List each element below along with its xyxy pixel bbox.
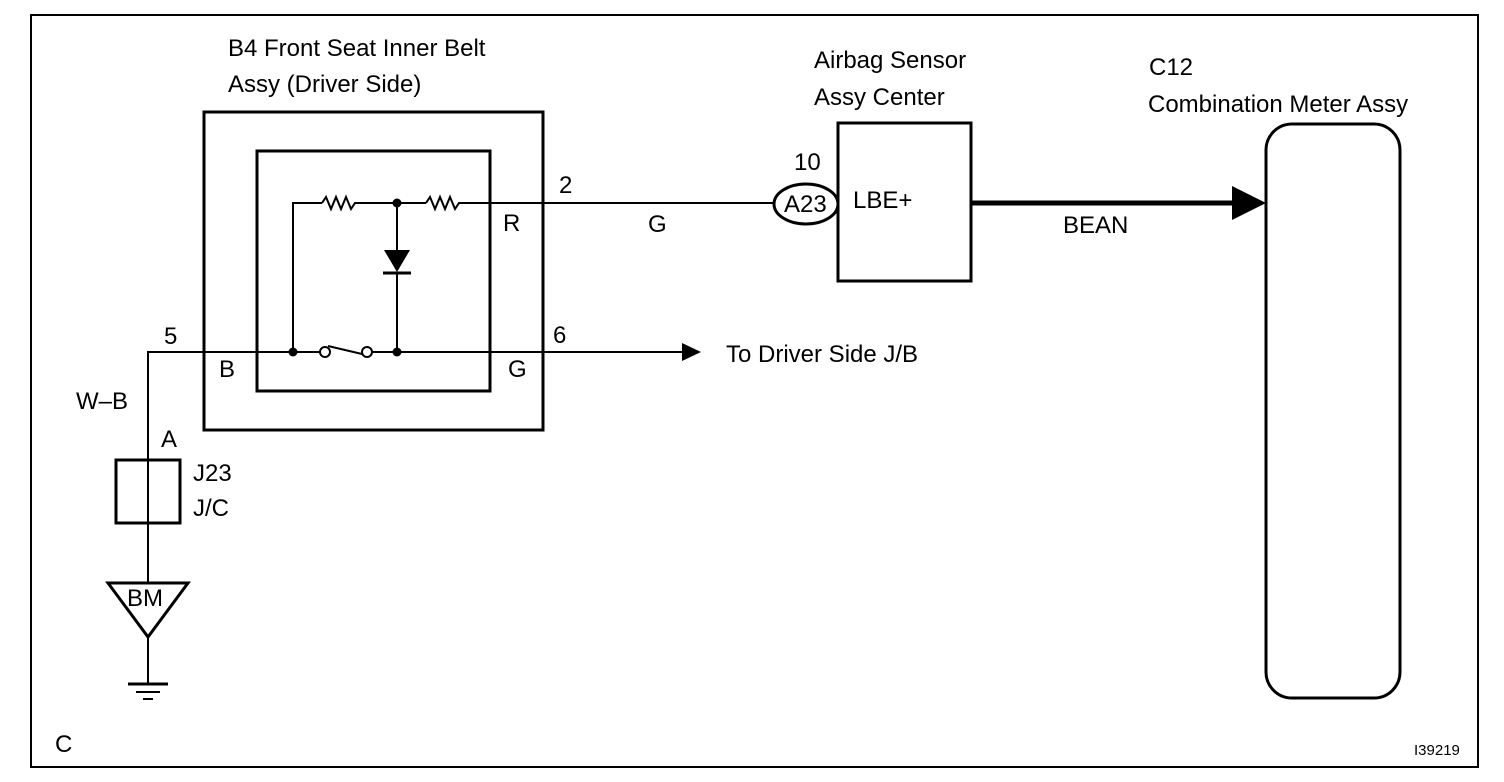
meter-name: Combination Meter Assy [1148, 91, 1408, 118]
jc-code-label: J23 [193, 460, 232, 487]
resistor-1-icon [321, 194, 361, 212]
pin-g-label: G [508, 356, 527, 383]
junction-dot-icon [392, 198, 402, 208]
belt-internal-circuit [257, 194, 490, 358]
pin-6-label: 6 [553, 322, 566, 349]
arrow-right-icon [682, 343, 701, 361]
arrow-right-icon [1232, 186, 1266, 220]
connector-pin-10-label: 10 [794, 149, 821, 176]
ground-point-icon [105, 581, 191, 640]
belt-title-line1: B4 Front Seat Inner Belt [228, 35, 486, 62]
corner-code: C [55, 731, 72, 758]
resistor-2-icon [425, 194, 462, 212]
diode-icon [384, 250, 410, 272]
wire-g-top-label: G [648, 211, 667, 238]
belt-assembly-inner-box [255, 149, 492, 393]
airbag-title-line1: Airbag Sensor [814, 47, 966, 74]
junction-dot-icon [392, 347, 402, 357]
belt-title-line2: Assy (Driver Side) [228, 71, 421, 98]
junction-dot-icon [288, 347, 298, 357]
wire-wb-label: W–B [76, 388, 128, 415]
junction-connector-box [114, 458, 182, 525]
to-jb-label: To Driver Side J/B [726, 341, 918, 368]
switch-contact-2-icon [361, 346, 373, 358]
airbag-terminal-label: LBE+ [853, 187, 912, 214]
airbag-title-line2: Assy Center [814, 84, 945, 111]
belt-assembly-outer-box [202, 110, 545, 432]
wire-wb [147, 351, 257, 583]
bean-label: BEAN [1063, 212, 1128, 239]
ground-icon [128, 682, 168, 700]
jc-type-label: J/C [193, 495, 229, 522]
ground-bm-label: BM [127, 585, 163, 612]
meter-code: C12 [1149, 54, 1193, 81]
jc-pin-a-label: A [161, 426, 177, 453]
figure-id: I39219 [1414, 742, 1460, 759]
combination-meter-box [1264, 122, 1402, 700]
pin-b-label: B [219, 356, 235, 383]
switch-contact-1-icon [319, 346, 331, 358]
diagram-frame [30, 14, 1479, 768]
pin-2-label: 2 [559, 172, 572, 199]
switch-blade-icon [327, 345, 363, 355]
connector-a23-label: A23 [784, 191, 827, 218]
pin-5-label: 5 [164, 323, 177, 350]
pin-r-label: R [503, 210, 520, 237]
